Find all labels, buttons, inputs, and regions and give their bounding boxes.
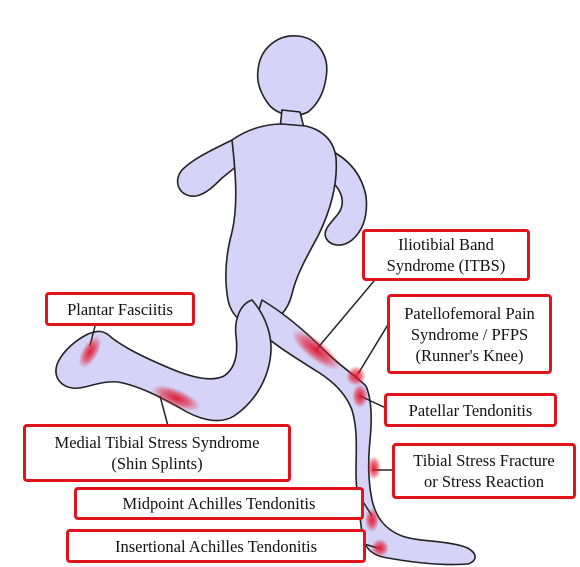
label-insertional-achilles: Insertional Achilles Tendonitis — [66, 529, 366, 563]
label-plantar-fasciitis: Plantar Fasciitis — [45, 292, 195, 326]
label-itbs: Iliotibial Band Syndrome (ITBS) — [362, 229, 530, 281]
label-tibial-line-1: Tibial Stress Fracture — [413, 450, 554, 471]
label-tibial-line-2: or Stress Reaction — [424, 471, 544, 492]
label-mtss: Medial Tibial Stress Syndrome (Shin Spli… — [23, 424, 291, 482]
label-midpoint-achilles: Midpoint Achilles Tendonitis — [74, 487, 364, 520]
hotspot-patellar — [352, 384, 368, 408]
label-patellar-line-1: Patellar Tendonitis — [409, 400, 533, 421]
label-pfps: Patellofemoral Pain Syndrome / PFPS (Run… — [387, 294, 552, 374]
label-mtss-line-2: (Shin Splints) — [111, 453, 202, 474]
hotspot-tibial — [367, 456, 381, 480]
label-tibial-stress-fracture: Tibial Stress Fracture or Stress Reactio… — [392, 443, 576, 499]
label-insertional-line-1: Insertional Achilles Tendonitis — [115, 536, 317, 557]
hotspot-pfps — [346, 366, 366, 386]
hotspot-insertional — [371, 539, 389, 557]
label-midpoint-line-1: Midpoint Achilles Tendonitis — [123, 493, 316, 514]
label-pfps-line-1: Patellofemoral Pain — [404, 303, 535, 324]
label-itbs-line-1: Iliotibial Band — [398, 234, 494, 255]
label-itbs-line-2: Syndrome (ITBS) — [387, 255, 506, 276]
label-pfps-line-3: (Runner's Knee) — [416, 345, 524, 366]
label-mtss-line-1: Medial Tibial Stress Syndrome — [55, 432, 260, 453]
label-pfps-line-2: Syndrome / PFPS — [411, 324, 528, 345]
label-patellar-tendonitis: Patellar Tendonitis — [384, 393, 557, 427]
label-plantar-line-1: Plantar Fasciitis — [67, 299, 173, 320]
hotspot-midpoint — [365, 508, 379, 532]
